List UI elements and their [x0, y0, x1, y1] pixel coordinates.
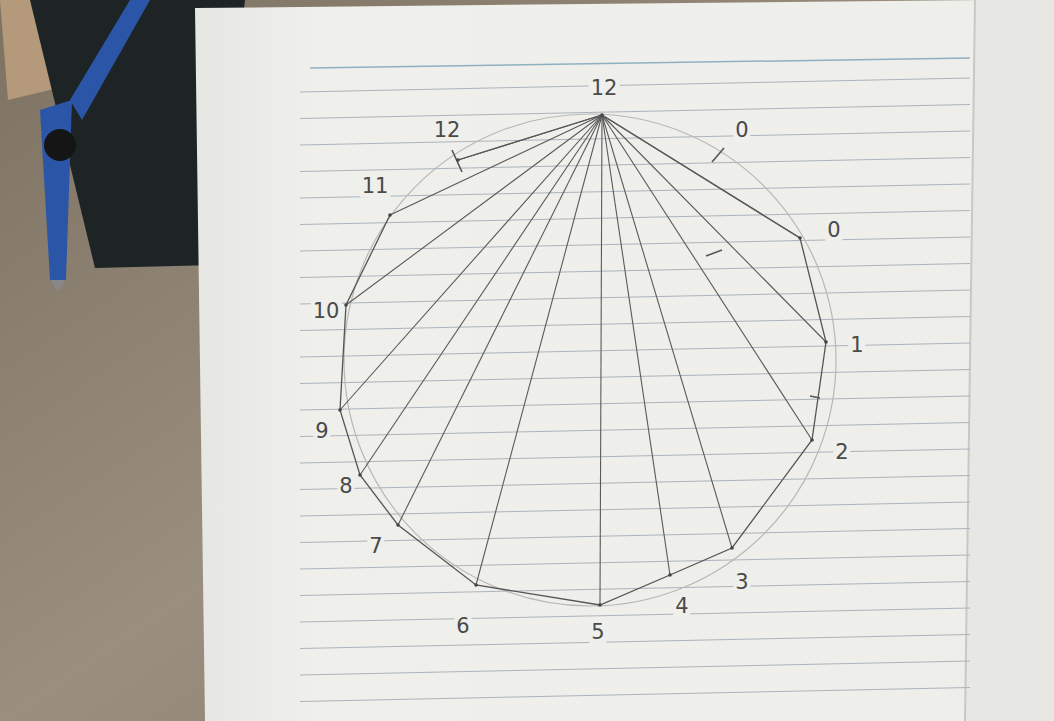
diagonal	[476, 115, 602, 585]
ruled-line	[300, 237, 970, 251]
vertex-dot	[396, 523, 400, 527]
diagonal	[602, 115, 826, 342]
pencil-figure	[338, 113, 828, 607]
tick-mark	[452, 150, 462, 172]
diagonal	[390, 115, 602, 215]
vertex-number: 11	[360, 175, 391, 197]
vertex-number: 2	[833, 441, 850, 463]
ruled-line	[300, 502, 970, 516]
diagonal	[600, 115, 602, 605]
diagonal	[398, 115, 602, 525]
vertex-dot	[798, 236, 802, 240]
tick-mark	[712, 148, 724, 162]
polygon-side	[458, 115, 602, 160]
vertex-dot	[338, 408, 342, 412]
ruled-line	[300, 78, 970, 92]
ruled-line	[300, 555, 970, 569]
ruled-line	[300, 449, 970, 463]
vertex-dot	[810, 438, 814, 442]
ruled-line	[300, 211, 970, 225]
eraser-cap	[44, 129, 76, 161]
ruled-line	[300, 105, 970, 119]
ruled-line	[300, 131, 970, 145]
polygon-outline	[340, 115, 826, 605]
ruled-line	[300, 423, 970, 437]
vertex-number: 12	[589, 77, 620, 99]
vertex-dot	[824, 340, 828, 344]
vertex-number: 12	[432, 119, 463, 141]
ruled-line	[300, 688, 970, 702]
vertex-number: 3	[733, 571, 750, 593]
vertex-number: 0	[733, 119, 750, 141]
pencil	[70, 0, 150, 120]
vertex-dot	[730, 546, 734, 550]
ruled-line	[300, 370, 970, 384]
vertex-number: 9	[313, 420, 330, 442]
vertex-number: 1	[848, 334, 865, 356]
guide-circle	[344, 114, 836, 606]
vertex-dot	[388, 213, 392, 217]
ruled-line	[300, 661, 970, 675]
ruled-line	[300, 635, 970, 649]
ruled-line	[300, 184, 970, 198]
vertex-number: 10	[311, 300, 342, 322]
page-edge	[965, 0, 975, 721]
vertex-number: 7	[367, 535, 384, 557]
ruled-line	[300, 317, 970, 331]
top-rule	[310, 58, 970, 68]
ruled-line	[300, 264, 970, 278]
ruled-line	[300, 476, 970, 490]
next-page	[965, 0, 1054, 721]
vertex-dot	[456, 158, 460, 162]
vertex-number: 4	[673, 595, 690, 617]
tick-mark	[706, 250, 722, 256]
diagonal	[458, 115, 602, 160]
pencil-tip	[50, 280, 66, 292]
vertex-dot	[668, 573, 672, 577]
diagonal	[360, 115, 602, 475]
vertex-dot	[344, 303, 348, 307]
ruled-line	[300, 582, 970, 596]
diagonal	[602, 115, 800, 238]
vertex-number: 8	[337, 475, 354, 497]
notebook-page	[195, 0, 985, 721]
vertex-number: 5	[589, 621, 606, 643]
vertex-dot	[600, 113, 604, 117]
ruled-line	[300, 290, 970, 304]
diagonal	[602, 115, 670, 575]
diagonal	[602, 115, 812, 440]
ruled-line	[300, 529, 970, 543]
vertex-number: 6	[454, 615, 471, 637]
diagonal	[602, 115, 732, 548]
vertex-dot	[474, 583, 478, 587]
ruled-line	[300, 396, 970, 410]
ruled-line	[300, 343, 970, 357]
tick-mark	[810, 396, 820, 398]
pencil	[40, 100, 72, 290]
vertex-number: 0	[825, 219, 842, 241]
ruled-line	[300, 608, 970, 622]
diagonal	[346, 115, 602, 305]
ruled-lines	[300, 58, 970, 702]
ruled-line	[300, 158, 970, 172]
vertex-dot	[598, 603, 602, 607]
vertex-dot	[358, 473, 362, 477]
